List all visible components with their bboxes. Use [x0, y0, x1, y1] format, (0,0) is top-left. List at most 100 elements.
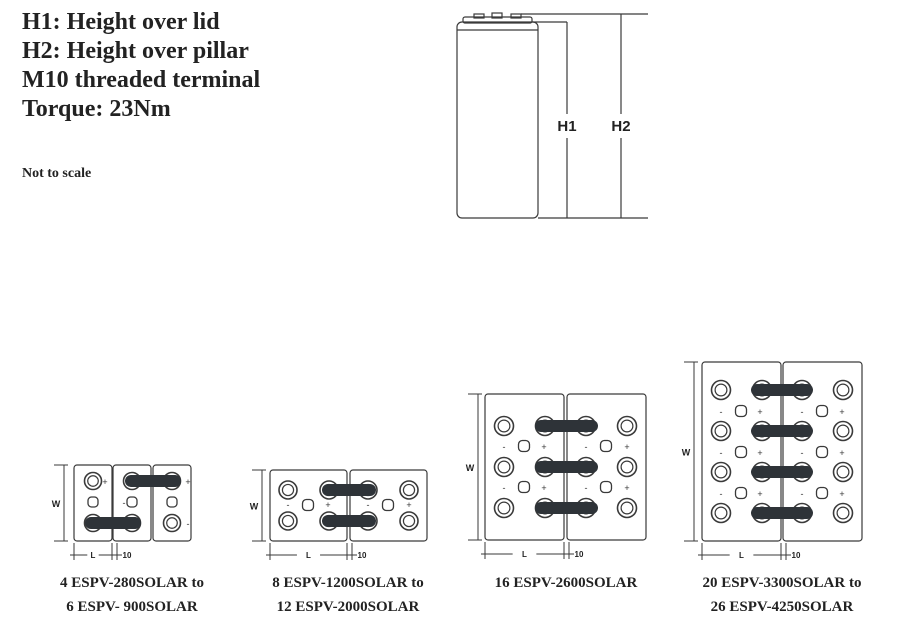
cell-outline: [112, 464, 152, 542]
caption-line: 12 ESPV-2000SOLAR: [276, 599, 420, 615]
plus-sign: +: [839, 489, 844, 499]
caption-line: 20 ESPV-3300SOLAR to: [702, 575, 862, 591]
cell-outline: [73, 464, 113, 542]
terminal-inner: [714, 465, 728, 479]
vent-plug: [381, 498, 395, 512]
vent-plug: [815, 404, 829, 418]
terminal-inner: [714, 383, 728, 397]
plus-sign: +: [541, 442, 546, 452]
spec-torque: Torque: 23Nm: [22, 96, 171, 122]
plus-sign: +: [624, 483, 629, 493]
inter-cell-connector: [751, 466, 813, 478]
w-label: W: [466, 463, 475, 473]
minus-sign: -: [123, 498, 126, 508]
terminal-inner: [166, 517, 178, 529]
inter-cell-connector: [751, 507, 813, 519]
terminal-inner: [402, 514, 416, 528]
gap-label: 10: [123, 551, 132, 560]
vent-plug: [166, 496, 178, 508]
terminal-inner: [281, 483, 295, 497]
cell-outline: [701, 361, 782, 542]
side-view: [456, 12, 648, 219]
terminal-outer: [710, 379, 732, 401]
caption-line: 6 ESPV- 900SOLAR: [66, 599, 198, 615]
terminal-outer: [399, 511, 419, 531]
side-pillar-2: [510, 13, 522, 19]
cell-body: [456, 21, 539, 219]
cell-outline: [349, 469, 428, 542]
scale-note: Not to scale: [22, 166, 92, 181]
vent-plug: [734, 445, 748, 459]
terminal-outer: [832, 379, 854, 401]
vent-plug: [517, 480, 531, 494]
minus-sign: -: [720, 407, 723, 417]
minus-sign: -: [801, 489, 804, 499]
plus-sign: +: [102, 477, 107, 487]
terminal-inner: [714, 424, 728, 438]
minus-sign: -: [720, 448, 723, 458]
inter-cell-connector: [125, 475, 181, 487]
gap-label: 10: [575, 550, 584, 559]
l-label: L: [306, 551, 311, 560]
terminal-inner: [497, 419, 511, 433]
minus-sign: -: [801, 448, 804, 458]
terminal-inner: [620, 460, 634, 474]
vent-plug: [815, 445, 829, 459]
terminal-outer: [162, 513, 182, 533]
w-label: W: [250, 502, 259, 512]
terminal-outer: [278, 511, 298, 531]
caption-layout-4: 20 ESPV-3300SOLAR to 26 ESPV-4250SOLAR: [677, 571, 887, 619]
terminal-outer: [710, 502, 732, 524]
plus-sign: +: [325, 500, 330, 510]
terminal-inner: [836, 383, 850, 397]
terminal-outer: [399, 480, 419, 500]
w-label: W: [52, 499, 61, 509]
minus-sign: -: [503, 442, 506, 452]
caption-layout-3: 16 ESPV-2600SOLAR: [461, 571, 671, 595]
terminal-outer: [493, 497, 515, 519]
vent-plug: [734, 404, 748, 418]
l-label: L: [522, 550, 527, 559]
caption-line: 26 ESPV-4250SOLAR: [710, 599, 854, 615]
minus-sign: -: [585, 483, 588, 493]
vent-plug: [126, 496, 138, 508]
terminal-inner: [281, 514, 295, 528]
inter-cell-connector: [535, 420, 598, 432]
terminal-outer: [278, 480, 298, 500]
terminal-inner: [402, 483, 416, 497]
terminal-outer: [493, 415, 515, 437]
terminal-inner: [836, 465, 850, 479]
terminal-outer: [616, 415, 638, 437]
vent-plug: [734, 486, 748, 500]
vent-plug: [87, 496, 99, 508]
terminal-outer: [710, 461, 732, 483]
plus-sign: +: [757, 489, 762, 499]
minus-sign: -: [187, 519, 190, 529]
plus-sign: +: [839, 407, 844, 417]
minus-sign: -: [503, 483, 506, 493]
inter-cell-connector: [751, 384, 813, 396]
inter-cell-connector: [322, 484, 376, 496]
plus-sign: +: [406, 500, 411, 510]
terminal-outer: [83, 471, 103, 491]
minus-sign: -: [801, 407, 804, 417]
minus-sign: -: [367, 500, 370, 510]
terminal-outer: [493, 456, 515, 478]
inter-cell-connector: [85, 517, 141, 529]
side-pillar-1: [473, 13, 485, 19]
plus-sign: +: [624, 442, 629, 452]
terminal-inner: [836, 506, 850, 520]
terminal-inner: [497, 501, 511, 515]
side-vent: [491, 12, 503, 19]
vent-plug: [815, 486, 829, 500]
cell-outline: [152, 464, 192, 542]
caption-line: 8 ESPV-1200SOLAR to: [272, 575, 424, 591]
plus-sign: +: [757, 407, 762, 417]
terminal-inner: [620, 501, 634, 515]
vent-plug: [599, 439, 613, 453]
cell-outline: [269, 469, 348, 542]
